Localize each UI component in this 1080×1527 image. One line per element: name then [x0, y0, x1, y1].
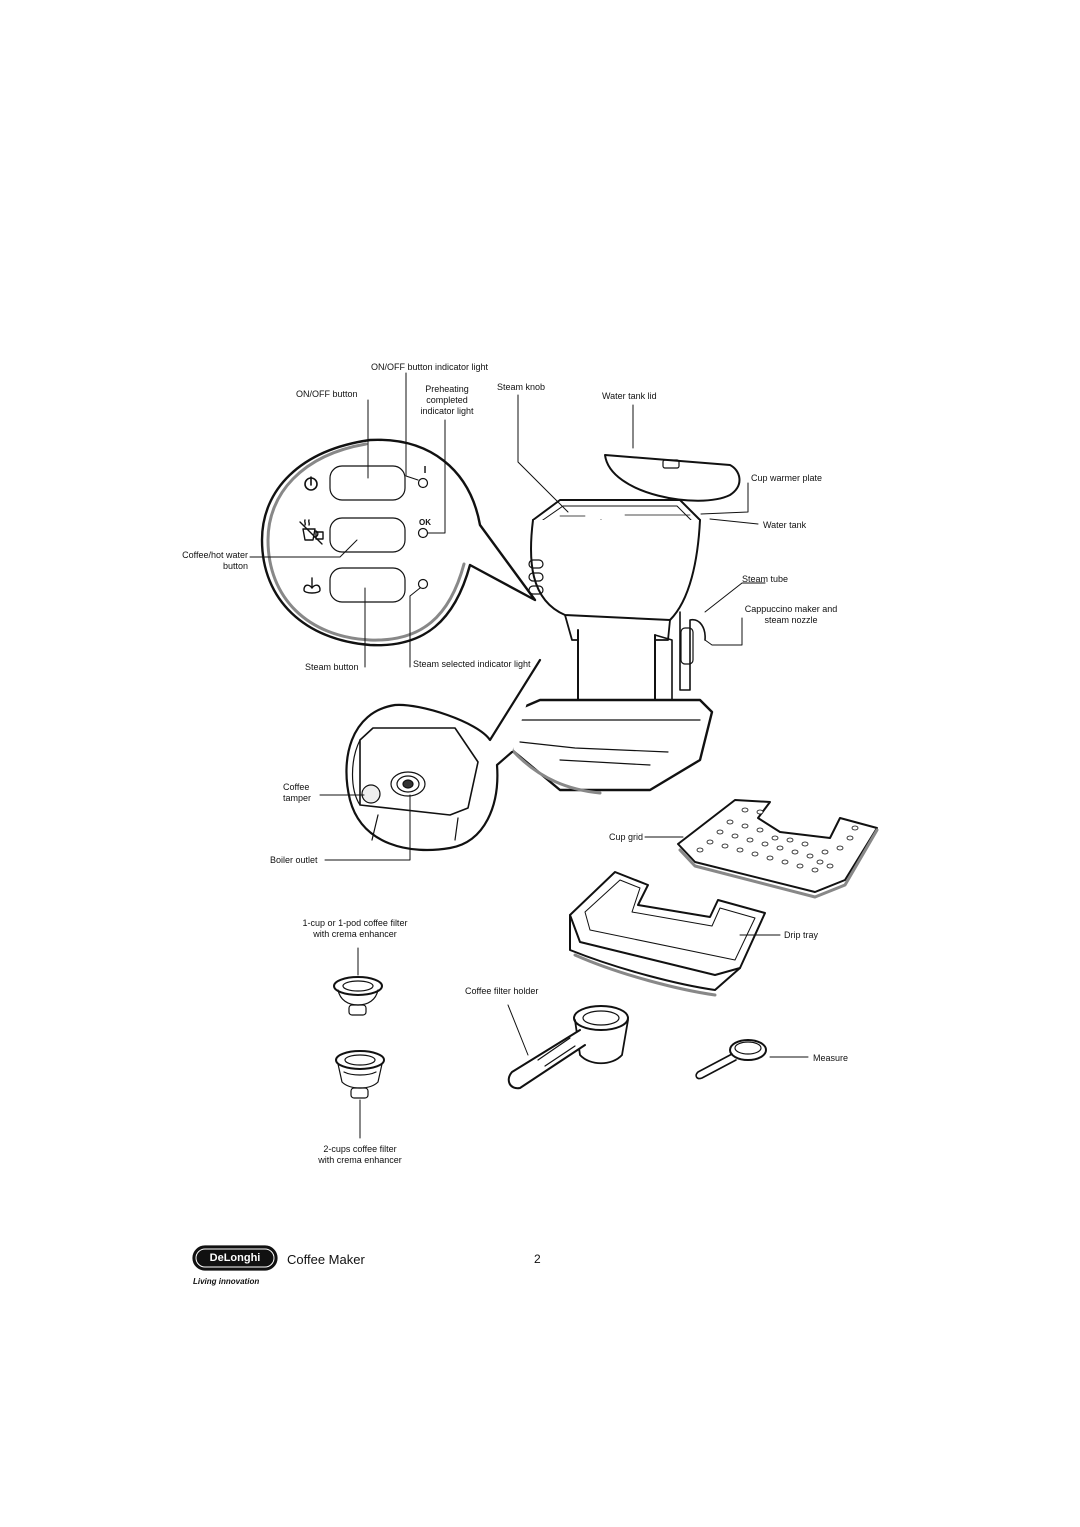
- coffee-machine: [510, 454, 741, 795]
- on-mark: I: [424, 465, 427, 476]
- onoff-indicator-light: [417, 477, 429, 489]
- boiler-outlet-zoom: [345, 658, 542, 852]
- boiler-leader-lines: [319, 794, 411, 861]
- steam-indicator-light: [417, 578, 429, 590]
- label-steam-button: Steam button: [305, 662, 359, 672]
- brand-tagline: Living innovation: [193, 1277, 260, 1286]
- coffee-cup-icon: [299, 519, 324, 545]
- label-preheating: Preheating completed indicator light: [420, 384, 474, 416]
- panel-leader-lines: [249, 372, 446, 668]
- label-cappuccino-maker: Cappuccino maker and steam nozzle: [744, 604, 838, 625]
- label-onoff-indicator: ON/OFF button indicator light: [371, 362, 489, 372]
- coffee-button-shape: [329, 517, 406, 553]
- label-filter-2cups: 2-cups coffee filter with crema enhancer: [318, 1144, 402, 1165]
- power-icon: [304, 476, 318, 491]
- label-water-tank-lid: Water tank lid: [602, 391, 657, 401]
- drip-tray: [569, 871, 766, 997]
- label-drip-tray: Drip tray: [784, 930, 819, 940]
- label-cup-warmer-plate: Cup warmer plate: [751, 473, 823, 483]
- label-coffee-filter-holder: Coffee filter holder: [465, 986, 539, 996]
- cup-grid: [677, 799, 879, 899]
- label-steam-knob: Steam knob: [497, 382, 546, 392]
- steam-button-shape: [329, 567, 406, 603]
- label-measure: Measure: [813, 1053, 849, 1063]
- label-steam-selected: Steam selected indicator light: [413, 659, 531, 669]
- coffee-filter-holder: [507, 1004, 629, 1090]
- label-coffee-hot-water-button: Coffee/hot water button: [182, 550, 248, 571]
- label-filter-1cup: 1-cup or 1-pod coffee filter with crema …: [302, 918, 408, 939]
- label-coffee-tamper: Coffee tamper: [283, 782, 312, 803]
- steam-icon: [303, 577, 321, 594]
- filter-1cup: [333, 947, 383, 1016]
- page-number: 2: [534, 1252, 541, 1266]
- label-onoff-button: ON/OFF button: [296, 389, 358, 399]
- filter-2cups: [335, 1050, 385, 1139]
- label-cup-grid: Cup grid: [609, 832, 644, 842]
- brand-logo: DeLonghi: [193, 1246, 277, 1270]
- label-water-tank: Water tank: [763, 520, 807, 530]
- brand-logo-text: DeLonghi: [209, 1252, 261, 1264]
- measure-spoon: [695, 1039, 809, 1080]
- document-title: Coffee Maker: [287, 1252, 365, 1267]
- label-boiler-outlet: Boiler outlet: [270, 855, 318, 865]
- ok-mark: OK: [419, 518, 431, 527]
- label-steam-tube: Steam tube: [742, 574, 789, 584]
- brand-logo-badge: [192, 1245, 278, 1271]
- control-panel-zoom: [260, 438, 537, 647]
- machine-leader-lines: [517, 394, 766, 646]
